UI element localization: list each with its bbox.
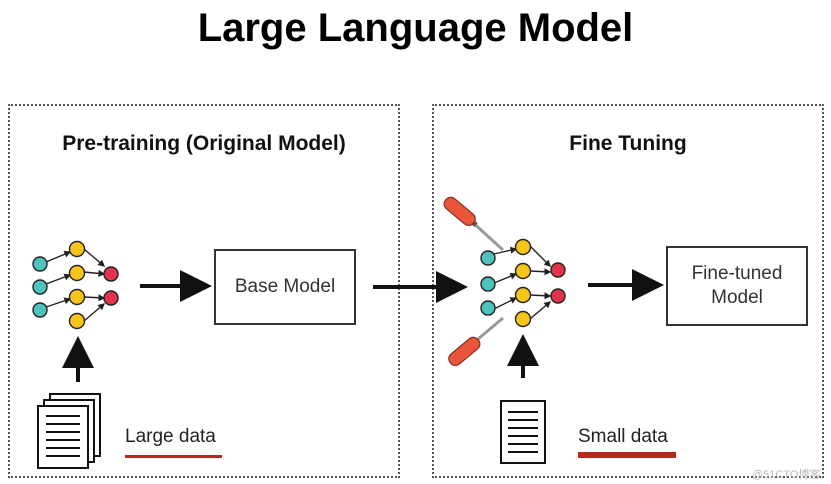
neural-network-icon	[32, 240, 119, 330]
fine-tuned-model-label-line1: Fine-tuned	[691, 263, 783, 284]
fine-tuned-model-label-line2: Model	[711, 287, 763, 308]
neural-network-icon	[480, 238, 566, 328]
finetuning-panel: Fine Tuning	[432, 104, 824, 478]
base-model-box: Base Model	[214, 249, 356, 325]
document-icon	[500, 400, 546, 464]
watermark: @51CTO博客	[752, 469, 821, 481]
small-data-label: Small data	[578, 426, 668, 447]
pretraining-panel: Pre-training (Original Model)	[8, 104, 400, 478]
flow-arrows	[62, 269, 664, 382]
base-model-label: Base Model	[234, 276, 336, 297]
small-data-underline	[578, 452, 676, 458]
pretraining-panel-title: Pre-training (Original Model)	[62, 132, 346, 155]
fine-tuned-model-box: Fine-tuned Model	[666, 246, 808, 326]
document-stack-icon	[37, 393, 101, 469]
finetuning-panel-title: Fine Tuning	[569, 132, 687, 155]
screwdriver-icon	[443, 196, 505, 252]
large-data-underline	[125, 455, 222, 458]
large-data-label: Large data	[125, 426, 216, 447]
screwdriver-icon	[448, 316, 504, 367]
page-title: Large Language Model	[197, 6, 634, 50]
